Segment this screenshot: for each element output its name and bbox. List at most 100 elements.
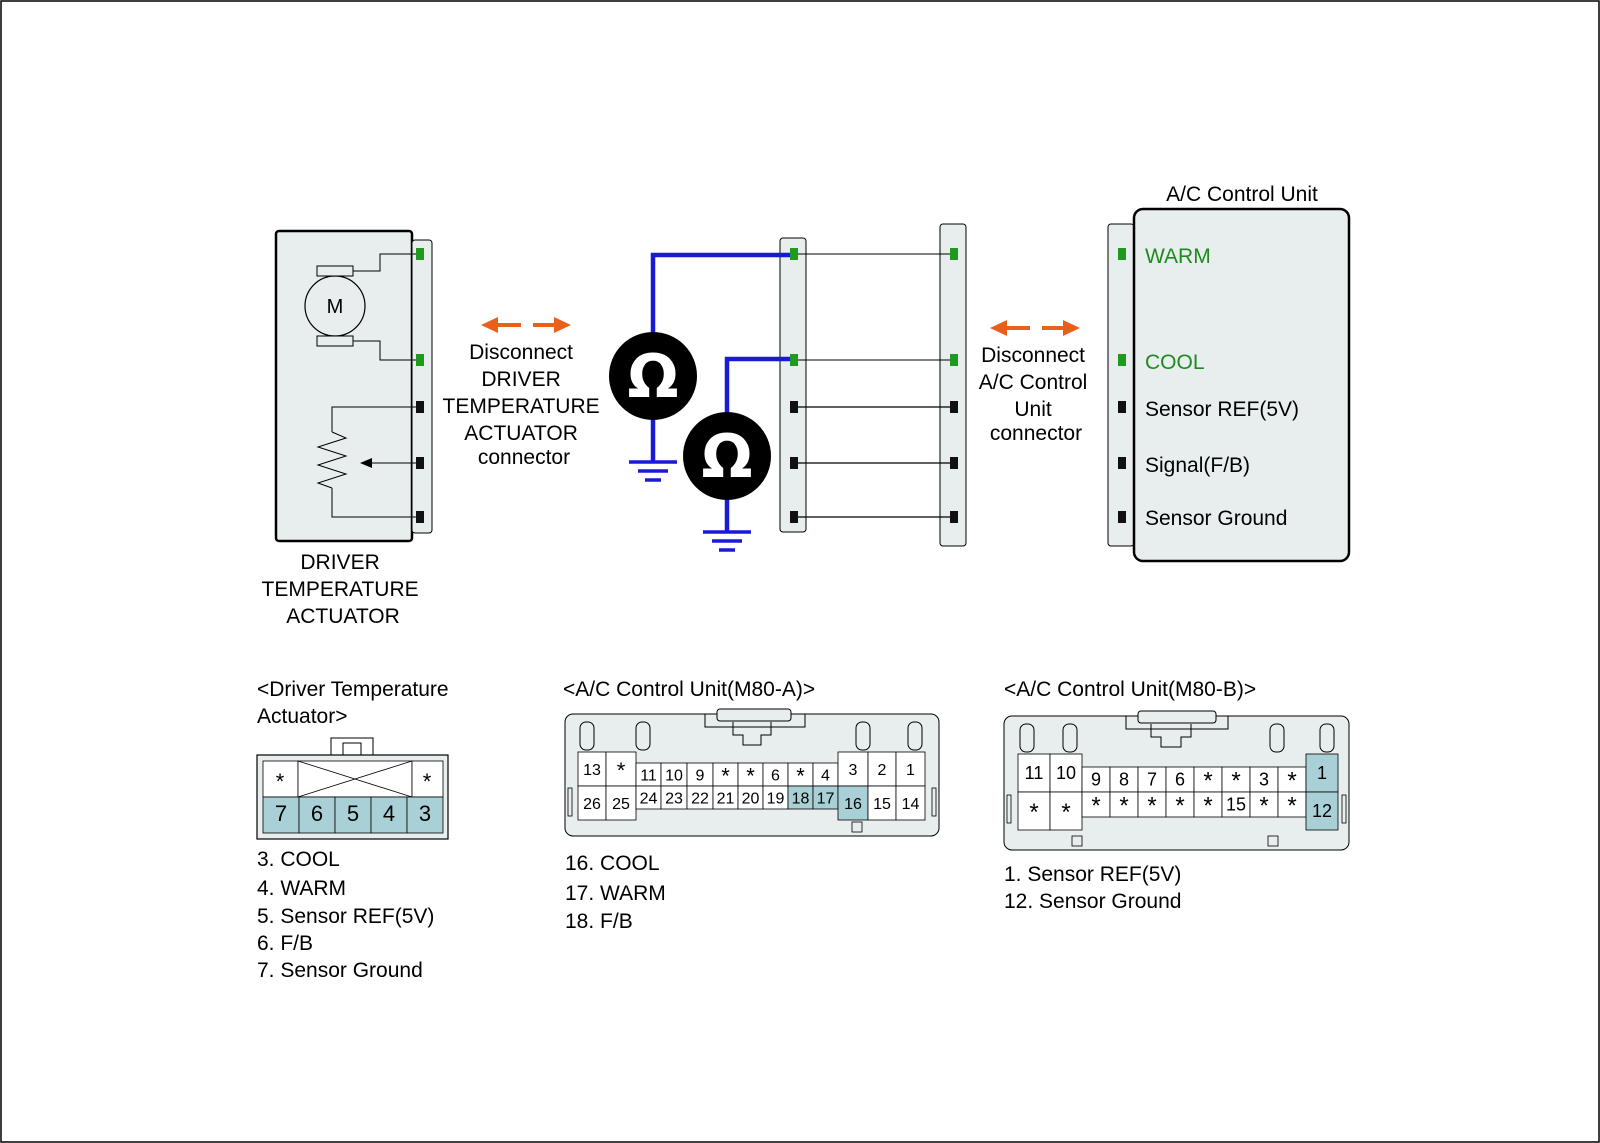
connector-pin-cell (262, 796, 300, 834)
motor-label: M (327, 296, 344, 318)
connector-pin-label: * (1029, 799, 1038, 826)
connector-pin-label: 10 (665, 768, 683, 785)
connector-pin-label: 12 (1312, 801, 1332, 821)
terminal-label-ground: Sensor Ground (1145, 507, 1287, 530)
connector-pin-label: 19 (767, 791, 785, 808)
connector-pin-cell (895, 751, 926, 787)
ground-icon (703, 530, 751, 552)
connector-pin-label: * (1119, 793, 1128, 820)
connector-pin-label: 5 (347, 801, 359, 826)
connector-pin-label: 9 (1091, 770, 1101, 790)
connector-pin-label: 4 (383, 801, 395, 826)
ground-icon (629, 460, 677, 482)
connector-pin-label: 10 (1056, 763, 1076, 783)
connector-pin-label: 23 (665, 791, 683, 808)
connector-pin-cell (1017, 753, 1051, 793)
connector-pin-label: 11 (1025, 763, 1044, 783)
connector-pin-label: 13 (583, 762, 601, 779)
legend-item: 1. Sensor REF(5V) (1004, 863, 1181, 886)
connector-pin-label: * (1231, 768, 1240, 795)
legend-item: 16. COOL (565, 852, 660, 875)
connector-pin-cell (1249, 766, 1279, 793)
legend-item: 5. Sensor REF(5V) (257, 905, 434, 928)
ac-unit-title: A/C Control Unit (1166, 183, 1318, 206)
driver-temperature-actuator: M DRIVER TEMPERATURE ACTUATOR (262, 229, 433, 628)
connector-pin-label: 6 (771, 768, 780, 785)
connector-pin-label: 17 (817, 791, 835, 808)
connector-pin-label: 6 (311, 801, 323, 826)
connector-pin-label: 22 (691, 791, 709, 808)
connector-pin-label: 7 (1147, 770, 1157, 790)
connector-pin-label: 24 (640, 791, 658, 808)
connector-pin-cell (867, 785, 897, 821)
connector-pin-cell (605, 785, 637, 821)
connector-pin-cell (298, 796, 336, 834)
legend-item: 12. Sensor Ground (1004, 890, 1181, 913)
connector-pin-label: 14 (902, 796, 920, 813)
ohmmeter-icon: Ω (609, 332, 697, 420)
connector-pin-label: 26 (583, 796, 601, 813)
terminal-cool (416, 354, 424, 366)
terminal-label-fb: Signal(F/B) (1145, 454, 1250, 477)
ohmmeter-icon: Ω (683, 412, 771, 500)
connector-pin-cell (406, 796, 444, 834)
connector-pin-cell (577, 785, 607, 821)
svg-text:*: * (276, 769, 285, 794)
terminal-label-cool: COOL (1145, 351, 1205, 374)
connector-pin-cell (1249, 791, 1279, 818)
terminal-warm (416, 248, 424, 260)
connector-pin-cell (370, 796, 408, 834)
potentiometer-icon (316, 406, 418, 518)
connector-pin-label: 9 (696, 768, 705, 785)
m80a-connector-title: <A/C Control Unit(M80-A)> (563, 678, 815, 701)
ohmmeter-probe-wires (629, 252, 790, 552)
connector-pin-label: * (1259, 793, 1268, 820)
actuator-connector-title: <Driver Temperature Actuator> (257, 678, 454, 728)
connector-pin-label: * (746, 764, 755, 789)
disconnect-actuator-instruction: Disconnect DRIVER TEMPERATURE ACTUATOR c… (443, 341, 606, 469)
connector-pin-label: 21 (717, 791, 735, 808)
connector-pin-label: * (1203, 768, 1212, 795)
terminal-ground (416, 511, 424, 523)
connector-pin-label: 20 (742, 791, 760, 808)
disconnect-arrow-left (481, 317, 571, 333)
connector-pin-label: * (721, 764, 730, 789)
connector-pin-label: 15 (873, 796, 891, 813)
legend-item: 18. F/B (565, 910, 633, 933)
legend-item: 6. F/B (257, 932, 313, 955)
actuator-caption: DRIVER TEMPERATURE ACTUATOR (262, 551, 425, 628)
connector-pin-cell (334, 796, 372, 834)
legend-item: 17. WARM (565, 882, 666, 905)
connector-pin-cell (1193, 791, 1223, 818)
connector-pin-cell (577, 751, 607, 787)
connector-pin-cell (1277, 791, 1307, 818)
disconnect-acu-instruction: Disconnect A/C Control Unit connector (979, 344, 1093, 445)
connector-pin-label: * (1147, 793, 1156, 820)
connector-pin-cell (895, 785, 926, 821)
connector-pin-cell (1137, 791, 1167, 818)
connector-pin-cell (1017, 791, 1051, 831)
terminal-ref (416, 401, 424, 413)
connector-pin-cell (1049, 753, 1083, 793)
ohm-symbol: Ω (701, 422, 752, 492)
connector-pin-label: * (1287, 768, 1296, 795)
ohm-symbol: Ω (627, 342, 678, 412)
connector-pin-label: 15 (1226, 795, 1246, 815)
connector-pin-cell (1165, 791, 1195, 818)
connector-pin-cell (837, 751, 869, 787)
connector-pin-label: * (1091, 793, 1100, 820)
connector-pin-label: 11 (640, 768, 657, 785)
connector-pin-cell (1049, 791, 1083, 831)
connector-pin-cell (1109, 791, 1139, 818)
connector-pin-label: 18 (792, 791, 810, 808)
connector-pin-label: 7 (275, 801, 287, 826)
connector-pin-label: 3 (1259, 770, 1269, 790)
harness (779, 223, 967, 547)
connector-pin-cell (1221, 791, 1251, 818)
connector-pin-label: * (1175, 793, 1184, 820)
connector-pin-cell (1081, 791, 1111, 818)
